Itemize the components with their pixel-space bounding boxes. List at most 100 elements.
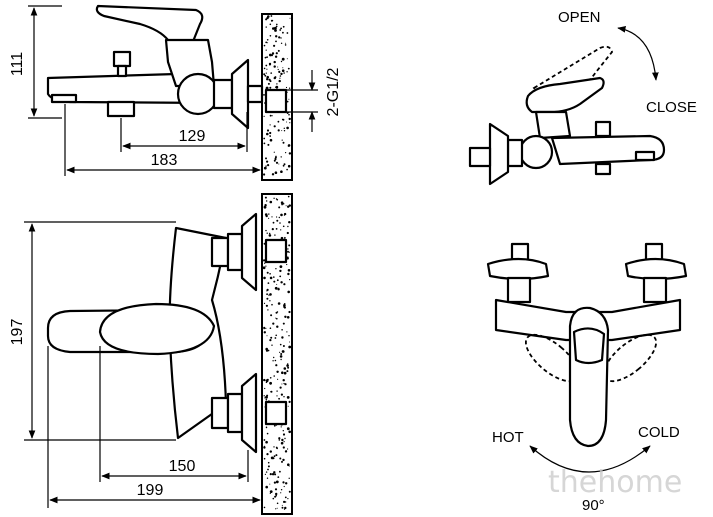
wall-speckle: [280, 213, 283, 217]
wall-speckle: [269, 64, 271, 66]
angle-label: 90°: [582, 497, 605, 514]
wall-speckle: [266, 75, 270, 79]
wall-speckle: [263, 327, 265, 330]
connector-iso: [506, 138, 524, 168]
dim-197: 197: [9, 319, 26, 346]
wall-speckle: [262, 266, 266, 270]
wall-speckle: [287, 67, 290, 70]
wall-speckle: [281, 130, 283, 132]
wall-speckle: [283, 396, 285, 398]
wall-speckle: [283, 72, 285, 74]
wall-speckle: [269, 124, 271, 126]
side-view: 111 129 183 2-G1/2: [9, 4, 342, 181]
wall-speckle: [275, 25, 278, 28]
open-label: OPEN: [558, 9, 601, 26]
wall-speckle: [266, 335, 268, 337]
wall-speckle: [275, 446, 278, 449]
wall-speckle: [287, 290, 291, 294]
wall-speckle: [269, 86, 272, 89]
wall-speckle: [288, 221, 291, 224]
wall-speckle: [279, 457, 282, 460]
wall-speckle: [284, 501, 287, 503]
wall-speckle: [266, 132, 269, 136]
wall-speckle: [278, 397, 280, 400]
wall-speckle: [286, 32, 289, 34]
wall-speckle: [267, 468, 269, 471]
wall-speckle: [266, 477, 269, 479]
wall-speckle: [286, 427, 290, 431]
wall-speckle: [269, 138, 273, 142]
wall-speckle: [280, 60, 283, 63]
wall-speckle: [283, 212, 287, 216]
wall-speckle: [285, 152, 287, 154]
wall-speckle: [287, 363, 289, 365]
wall-speckle: [265, 426, 268, 428]
open-close-arrow: [617, 26, 659, 81]
wall-speckle: [286, 71, 288, 73]
aerator: [50, 93, 78, 104]
wall-speckle: [285, 482, 288, 485]
wall-speckle: [264, 262, 266, 264]
wall-speckle: [263, 166, 267, 170]
wall-speckle: [288, 244, 291, 247]
wall-speckle: [278, 437, 281, 440]
wall-speckle: [276, 23, 278, 26]
wall-speckle: [273, 197, 275, 199]
wall-speckle: [267, 309, 269, 311]
wall-speckle: [287, 269, 291, 272]
wall-speckle: [267, 465, 270, 468]
bottom-connection: [210, 372, 288, 454]
wall-speckle: [274, 171, 278, 174]
wall-speckle: [263, 506, 266, 509]
wall-speckle: [284, 496, 287, 499]
wall-speckle: [283, 304, 286, 307]
dim-side-height: 111: [9, 5, 62, 119]
wall-speckle: [286, 370, 289, 373]
wall-speckle: [275, 155, 277, 157]
wall-speckle: [285, 86, 288, 89]
wall-speckle: [282, 430, 284, 432]
lever-cap: [572, 327, 606, 365]
wall-speckle: [269, 23, 272, 26]
wall-speckle: [277, 66, 279, 68]
lever-closed: [525, 76, 605, 114]
wall-speckle: [277, 476, 280, 478]
wall-speckle: [272, 27, 275, 30]
close-label: CLOSE: [646, 99, 697, 116]
inlet-iso: [468, 146, 492, 168]
wall-speckle: [263, 115, 265, 117]
wall-speckle: [284, 44, 287, 46]
wall-speckle: [288, 400, 291, 403]
wall-speckle: [280, 236, 284, 240]
wall-speckle: [281, 438, 284, 442]
wall-speckle: [269, 300, 271, 302]
wall-speckle: [275, 480, 279, 484]
wall-speckle: [272, 221, 275, 224]
wall-speckle: [281, 329, 283, 331]
wall-speckle: [269, 135, 271, 137]
wall-speckle: [275, 35, 278, 38]
wall-speckle: [279, 265, 283, 268]
wall-speckle: [287, 366, 290, 369]
wall-speckle: [283, 215, 285, 216]
wall-speckle: [264, 56, 267, 59]
wall-speckle: [271, 344, 273, 346]
wall-speckle: [273, 65, 276, 68]
wall-speckle: [274, 359, 277, 362]
wall-speckle: [265, 485, 269, 489]
eccentric-nut-iso: [518, 134, 554, 170]
wall-speckle: [280, 492, 282, 494]
wall-speckle: [266, 293, 268, 296]
wall-speckle: [281, 203, 283, 206]
wall-speckle: [283, 485, 285, 488]
right-connector: [624, 242, 688, 304]
shower-outlet-iso: [594, 162, 612, 176]
wall-speckle: [278, 79, 281, 83]
wall-speckle: [287, 164, 291, 168]
lever-top: [98, 302, 216, 356]
wall-speckle: [282, 67, 284, 69]
wall-speckle: [279, 75, 282, 77]
wall-speckle: [265, 265, 267, 267]
wall-speckle: [267, 282, 270, 284]
wall-speckle: [288, 490, 291, 493]
